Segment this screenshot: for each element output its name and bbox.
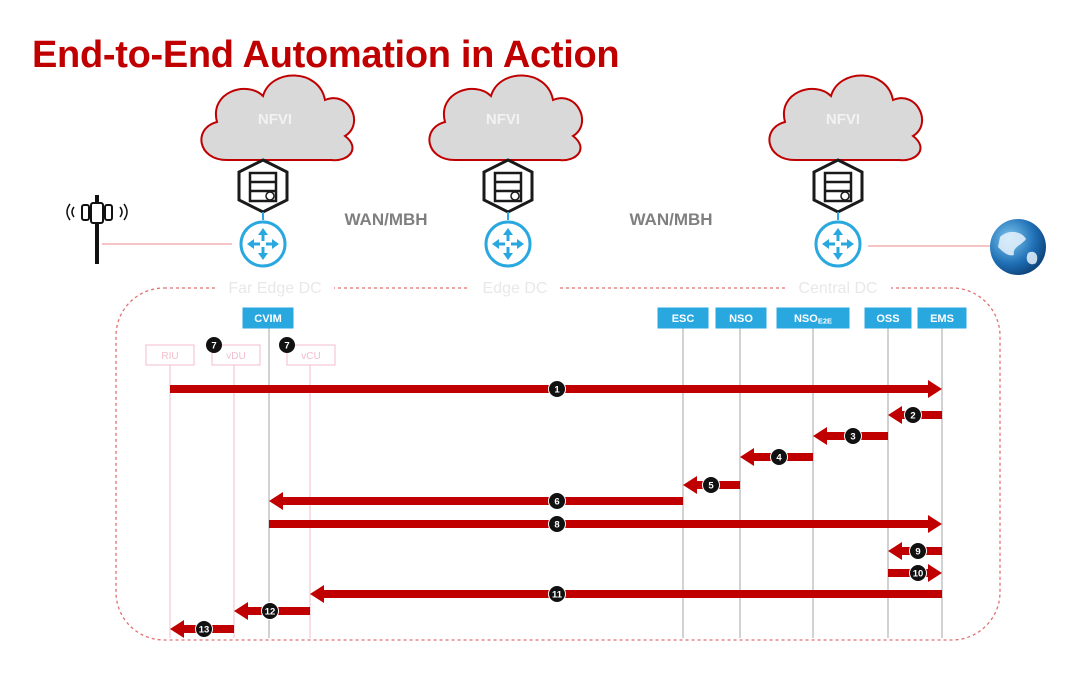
dc-label-central: Central DC: [798, 280, 877, 297]
dc-label-edge: Edge DC: [483, 280, 548, 297]
router-icon: [814, 220, 862, 268]
step-badge-11: 11: [548, 585, 566, 603]
server-stack-icon: [237, 158, 289, 214]
lane-headers: RIU vDU CVIM vCU ESC NSO NSOE2E OSS EMS: [145, 307, 967, 366]
lane-header-ems: EMS: [917, 307, 967, 329]
svg-text:3: 3: [850, 432, 855, 443]
step-badge-7: 7: [206, 337, 222, 353]
step-badge-1: 1: [548, 380, 566, 398]
svg-text:9: 9: [915, 547, 920, 558]
server-stack-icon: [812, 158, 864, 214]
svg-text:7: 7: [284, 341, 289, 352]
lane-label: CVIM: [254, 313, 282, 325]
svg-text:11: 11: [552, 590, 563, 601]
lane-label: RIU: [161, 351, 178, 362]
message-arrow-5: 5: [683, 476, 740, 494]
svg-text:5: 5: [708, 481, 714, 492]
step-badge-10: 10: [909, 564, 927, 582]
dc-label-far-edge: Far Edge DC: [228, 280, 321, 297]
message-arrow-1: 1: [170, 380, 942, 398]
lane-label: vCU: [301, 351, 320, 362]
step-badge-4: 4: [770, 448, 788, 466]
svg-text:12: 12: [265, 607, 276, 618]
lane-header-vcu: vCU: [286, 344, 336, 366]
step-badge-3: 3: [844, 427, 862, 445]
svg-text:10: 10: [913, 569, 924, 580]
cell-tower-icon: [66, 195, 128, 264]
lane-label: EMS: [930, 313, 954, 325]
svg-text:8: 8: [554, 520, 559, 531]
lane-header-esc: ESC: [657, 307, 709, 329]
svg-text:13: 13: [199, 625, 210, 636]
message-arrow-13: 13: [170, 620, 234, 638]
message-arrow-3: 3: [813, 427, 888, 445]
message-arrow-10: 10: [888, 564, 942, 582]
server-stack-icon: [482, 158, 534, 214]
cloud-label: NFVI: [486, 111, 520, 128]
step-badge-12: 12: [261, 602, 279, 620]
wan-label: WAN/MBH: [629, 210, 712, 229]
globe-icon: [990, 219, 1046, 275]
lane-header-vdu: vDU: [211, 344, 261, 366]
message-arrow-4: 4: [740, 448, 813, 466]
router-icon: [239, 220, 287, 268]
step-badge-9: 9: [909, 542, 927, 560]
message-arrow-9: 9: [888, 542, 942, 560]
cloud-central: NFVI: [768, 74, 924, 162]
svg-text:7: 7: [211, 341, 216, 352]
router-icon: [484, 220, 532, 268]
step-badge-2: 2: [904, 406, 922, 424]
lane-label: NSO: [729, 313, 753, 325]
step-badge-8: 8: [548, 515, 566, 533]
svg-text:1: 1: [554, 385, 560, 396]
step-badge-5: 5: [702, 476, 720, 494]
page-title: End-to-End Automation in Action: [32, 34, 620, 76]
lane-label: NSOE2E: [794, 313, 832, 326]
lane-label: OSS: [876, 313, 899, 325]
message-arrow-8: 8: [269, 515, 942, 533]
lane-label: ESC: [672, 313, 695, 325]
svg-text:6: 6: [554, 497, 559, 508]
cloud-edge: NFVI: [428, 74, 584, 162]
step-badge-6: 6: [548, 492, 566, 510]
dc-boundary: [115, 287, 1001, 641]
lane-header-cvim: CVIM: [242, 307, 294, 329]
step-badge-7: 7: [279, 337, 295, 353]
step-badge-13: 13: [195, 620, 213, 638]
lane-header-oss: OSS: [864, 307, 912, 329]
cloud-far-edge: NFVI: [200, 74, 356, 162]
lane-label: vDU: [226, 351, 245, 362]
message-arrow-2: 2: [888, 406, 942, 424]
message-arrow-11: 11: [310, 585, 942, 603]
cloud-label: NFVI: [826, 111, 860, 128]
lane-header-nsoe2e: NSOE2E: [776, 307, 850, 329]
cloud-label: NFVI: [258, 111, 292, 128]
lane-header-nso: NSO: [715, 307, 767, 329]
svg-text:4: 4: [776, 453, 782, 464]
message-arrow-6: 6: [269, 492, 683, 510]
lane-header-riu: RIU: [145, 344, 195, 366]
message-arrow-12: 12: [234, 602, 310, 620]
svg-text:2: 2: [910, 411, 915, 422]
wan-label: WAN/MBH: [344, 210, 427, 229]
